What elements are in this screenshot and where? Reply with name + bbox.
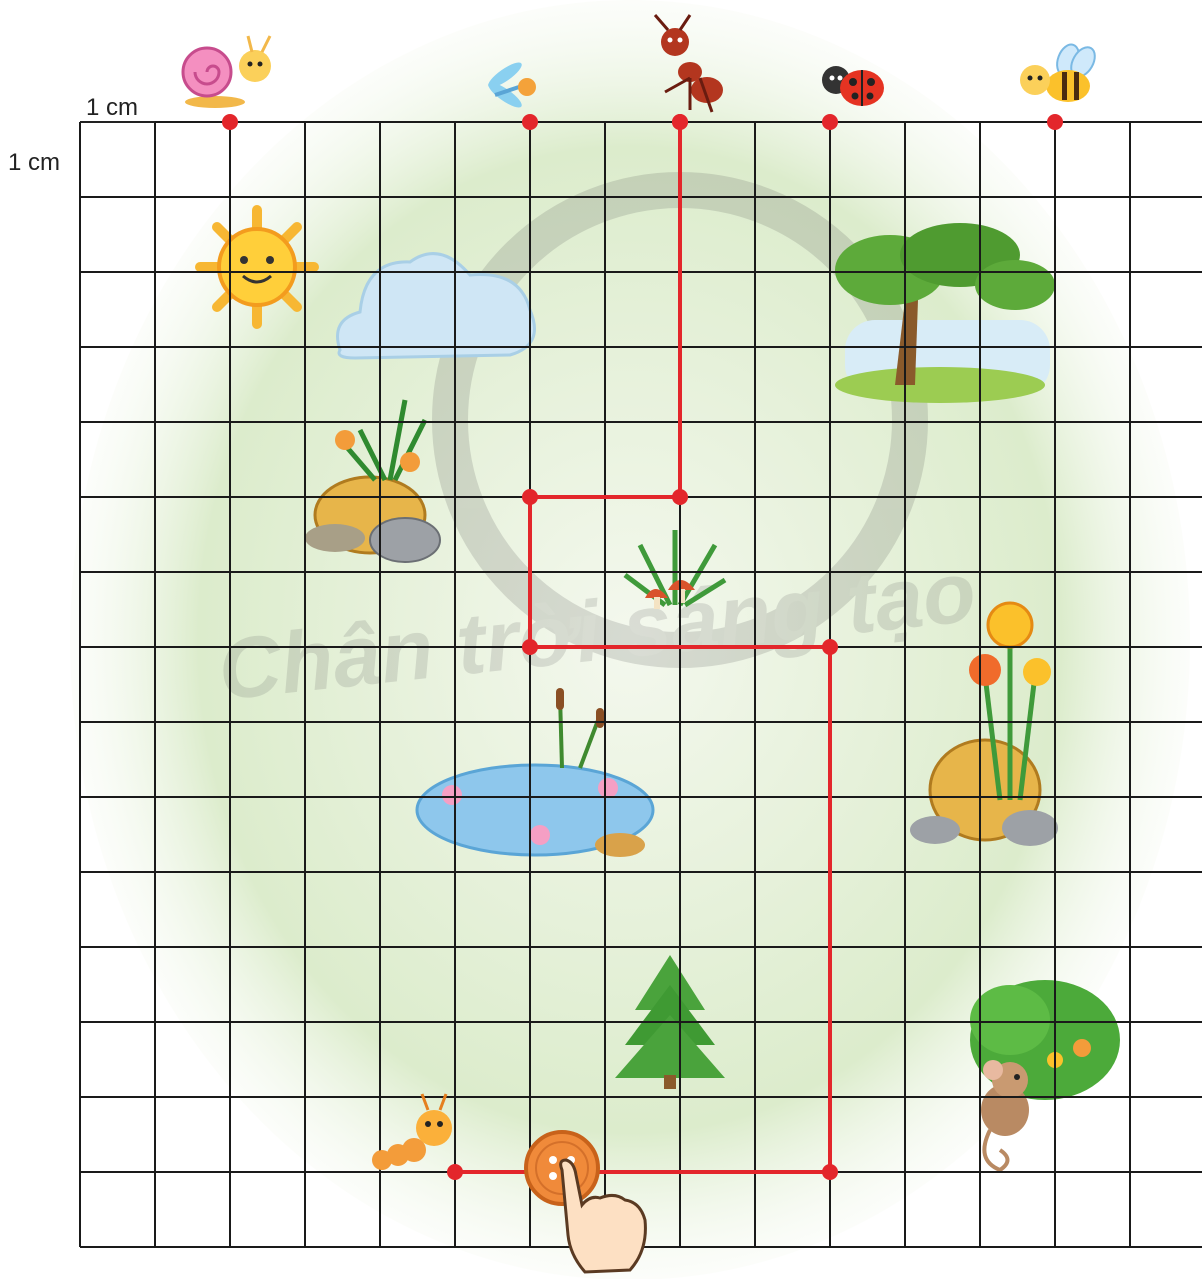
snail-icon	[183, 36, 271, 108]
horizontal-scale-label: 1 cm	[86, 94, 138, 121]
sun-icon	[200, 210, 314, 324]
ladybug-start-dot	[822, 114, 838, 130]
route-point	[822, 1164, 838, 1180]
route-point	[522, 489, 538, 505]
vertical-scale-label: 1 cm	[8, 149, 60, 176]
route-point	[672, 489, 688, 505]
ant-start-dot	[672, 114, 688, 130]
bee-icon	[1020, 42, 1100, 102]
snail-start-dot	[222, 114, 238, 130]
mouse-icon	[981, 1060, 1029, 1170]
dragonfly-start-dot	[522, 114, 538, 130]
route-point	[822, 639, 838, 655]
bee-start-dot	[1047, 114, 1063, 130]
route-point	[522, 639, 538, 655]
route-point	[447, 1164, 463, 1180]
